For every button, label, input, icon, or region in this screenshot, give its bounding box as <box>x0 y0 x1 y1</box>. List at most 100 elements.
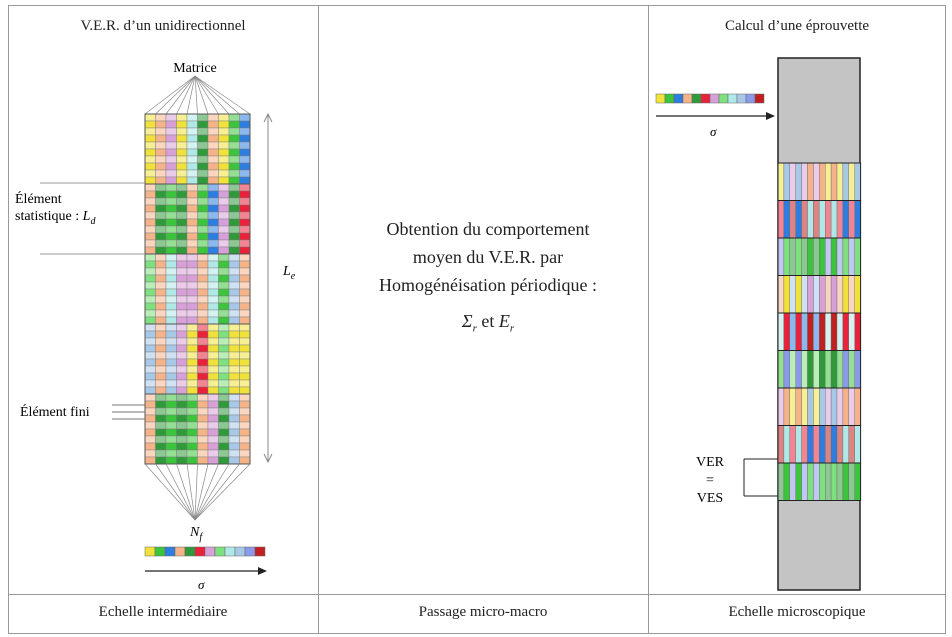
fiber-cell <box>144 414 156 423</box>
matrice-line <box>165 75 196 115</box>
specimen-legend-swatch <box>655 93 666 104</box>
fiber-cell <box>207 127 219 136</box>
nf-line <box>176 463 196 521</box>
fiber-cell <box>239 162 251 171</box>
fiber-cell <box>197 435 209 444</box>
specimen-fiber-cell <box>842 462 849 501</box>
fiber-cell <box>218 176 230 185</box>
fiber-cell <box>186 337 198 346</box>
fiber-cell <box>207 225 219 234</box>
fiber-cell <box>228 435 240 444</box>
fiber-cell <box>165 295 177 304</box>
fiber-cell <box>218 113 230 122</box>
fiber-cell <box>218 351 230 360</box>
fiber-cell <box>165 218 177 227</box>
specimen-fiber-cell <box>842 275 849 314</box>
fiber-cell <box>186 239 198 248</box>
fiber-cell <box>239 260 251 269</box>
fiber-cell <box>186 197 198 206</box>
fiber-cell <box>186 386 198 395</box>
specimen-fiber-cell <box>807 162 814 201</box>
fiber-cell <box>207 351 219 360</box>
fiber-cell <box>165 358 177 367</box>
fiber-cell <box>228 372 240 381</box>
specimen-fiber-cell <box>777 425 785 464</box>
specimen-fiber-cell <box>854 312 861 351</box>
fiber-cell <box>144 330 156 339</box>
specimen-fiber-cell <box>783 312 790 351</box>
fiber-cell <box>176 386 188 395</box>
fiber-cell <box>186 442 198 451</box>
fiber-cell <box>239 316 251 325</box>
fiber-cell <box>165 197 177 206</box>
fiber-cell <box>228 351 240 360</box>
fiber-cell <box>197 365 209 374</box>
fiber-cell <box>155 246 167 255</box>
fiber-cell <box>197 162 209 171</box>
fiber-cell <box>144 393 156 402</box>
fiber-cell <box>144 316 156 325</box>
fiber-cell <box>186 211 198 220</box>
header-left: V.E.R. d’un unidirectionnel <box>80 18 246 34</box>
fiber-cell <box>186 183 198 192</box>
fiber-cell <box>186 176 198 185</box>
fiber-cell <box>218 316 230 325</box>
fiber-cell <box>218 386 230 395</box>
specimen-fiber-cell <box>842 350 849 389</box>
le-label: Le <box>282 264 296 282</box>
fiber-cell <box>197 204 209 213</box>
specimen-fiber-cell <box>854 462 861 501</box>
fiber-cell <box>176 197 188 206</box>
formula-E: E <box>498 311 510 331</box>
fiber-cell <box>239 456 251 465</box>
fiber-cell <box>176 428 188 437</box>
fiber-cell <box>176 393 188 402</box>
fiber-cell <box>144 442 156 451</box>
fiber-cell <box>197 197 209 206</box>
specimen-fiber-cell <box>783 462 790 501</box>
fiber-cell <box>144 400 156 409</box>
specimen-fiber-cell <box>807 350 814 389</box>
specimen-fiber-cell <box>807 462 814 501</box>
fiber-cell <box>176 155 188 164</box>
footer-center: Passage micro-macro <box>418 604 548 620</box>
fiber-cell <box>218 274 230 283</box>
fiber-cell <box>165 141 177 150</box>
fiber-cell <box>165 330 177 339</box>
fiber-cell <box>218 204 230 213</box>
fiber-grid <box>144 113 251 465</box>
legend-swatch <box>234 546 246 557</box>
fiber-cell <box>228 281 240 290</box>
specimen-fiber-cell <box>795 425 802 464</box>
fiber-cell <box>155 267 167 276</box>
specimen-fiber-cell <box>848 237 855 276</box>
specimen-legend-swatch <box>745 93 756 104</box>
fiber-cell <box>239 330 251 339</box>
fiber-cell <box>186 421 198 430</box>
fiber-cell <box>197 456 209 465</box>
specimen-fiber-cell <box>848 350 855 389</box>
fiber-cell <box>207 379 219 388</box>
center-description: Obtention du comportement moyen du V.E.R… <box>330 215 646 343</box>
fiber-cell <box>218 428 230 437</box>
fiber-cell <box>239 148 251 157</box>
fiber-cell <box>228 176 240 185</box>
specimen-fiber-cell <box>824 462 832 501</box>
specimen-fiber-cell <box>819 312 826 351</box>
specimen-fiber-cell <box>854 200 861 239</box>
fiber-cell <box>165 176 177 185</box>
specimen-fiber-cell <box>789 312 796 351</box>
fiber-cell <box>155 407 167 416</box>
fiber-cell <box>228 337 240 346</box>
footer-left: Echelle intermédiaire <box>98 604 228 620</box>
specimen-fiber-cell <box>848 162 855 201</box>
fiber-cell <box>165 400 177 409</box>
fiber-cell <box>207 274 219 283</box>
specimen-fiber-cell <box>842 312 849 351</box>
fiber-cell <box>207 169 219 178</box>
fiber-cell <box>165 288 177 297</box>
specimen-fiber-cell <box>807 312 814 351</box>
fiber-cell <box>239 155 251 164</box>
specimen-fiber-cell <box>848 387 855 426</box>
specimen-fiber-cell <box>848 275 855 314</box>
